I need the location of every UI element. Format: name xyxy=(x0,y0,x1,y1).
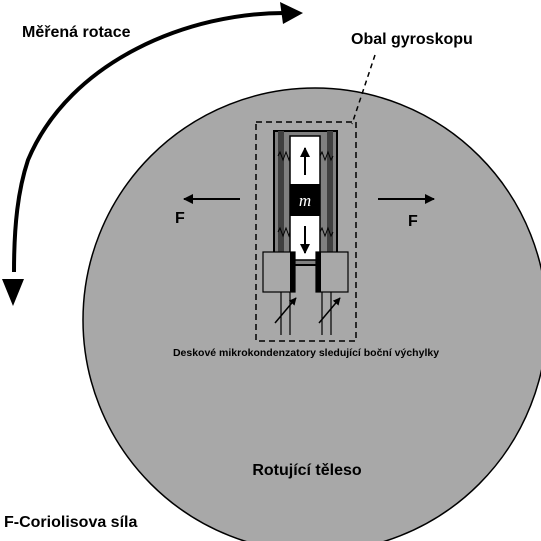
frame-rail-right xyxy=(327,131,333,265)
measured-rotation-label: Měřená rotace xyxy=(22,24,131,41)
rotation-arrow xyxy=(2,2,303,306)
mass-label: m xyxy=(299,191,311,210)
coriolis-legend-label: F-Coriolisova síla xyxy=(4,514,137,531)
gyro-housing-label: Obal gyroskopu xyxy=(351,31,473,48)
capacitors-label: Deskové mikrokondenzatory sledující bočn… xyxy=(173,347,439,359)
capacitor-right xyxy=(315,251,349,335)
housing-pointer-line xyxy=(351,54,376,125)
gyro-sensor xyxy=(273,130,338,266)
spring-icon xyxy=(277,226,291,238)
rotating-body-label: Rotující těleso xyxy=(252,462,362,479)
capacitor-left xyxy=(262,251,297,335)
frame-rail-left xyxy=(278,131,284,265)
force-left-label: F xyxy=(175,210,185,227)
spring-icon xyxy=(319,150,334,162)
gyro-housing-outline xyxy=(255,121,357,342)
proof-mass xyxy=(290,184,320,216)
force-right-label: F xyxy=(408,213,418,230)
spring-icon xyxy=(319,226,334,238)
spring-icon xyxy=(277,150,291,162)
